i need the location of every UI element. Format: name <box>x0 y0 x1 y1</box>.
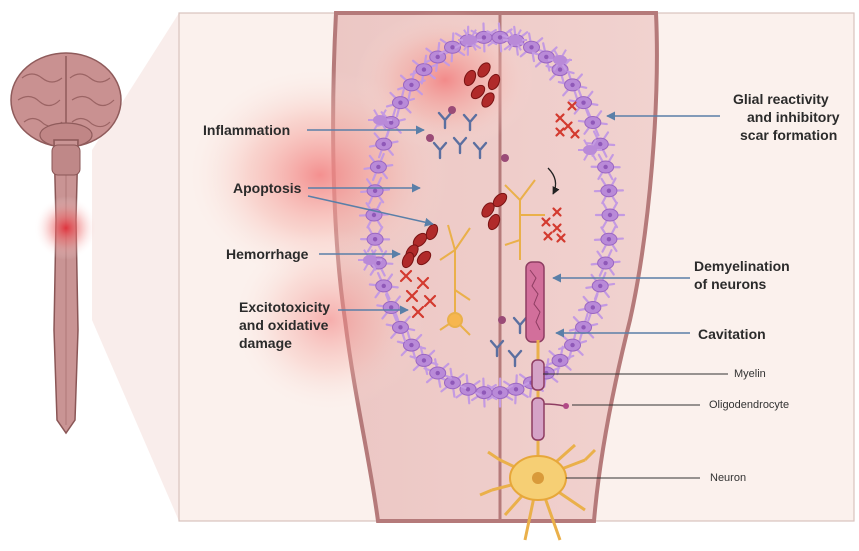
label-inflammation: Inflammation <box>203 121 290 139</box>
label-apoptosis: Apoptosis <box>233 179 301 197</box>
spinal-cord-icon <box>52 140 80 433</box>
label-neuron: Neuron <box>710 471 746 485</box>
label-cavitation: Cavitation <box>698 325 766 343</box>
injury-glow-small <box>34 196 98 260</box>
label-glial-reactivity: Glial reactivity and inhibitory scar for… <box>733 90 840 144</box>
oligodendrocyte-icon <box>563 403 569 409</box>
label-oligodendrocyte: Oligodendrocyte <box>709 398 789 412</box>
brain-icon <box>11 53 121 147</box>
label-myelin: Myelin <box>734 367 766 381</box>
label-hemorrhage: Hemorrhage <box>226 245 308 263</box>
demyelinating-axon <box>526 262 544 342</box>
label-demyelination: Demyelination of neurons <box>694 257 790 293</box>
label-excitotoxicity: Excitotoxicity and oxidative damage <box>239 298 330 352</box>
